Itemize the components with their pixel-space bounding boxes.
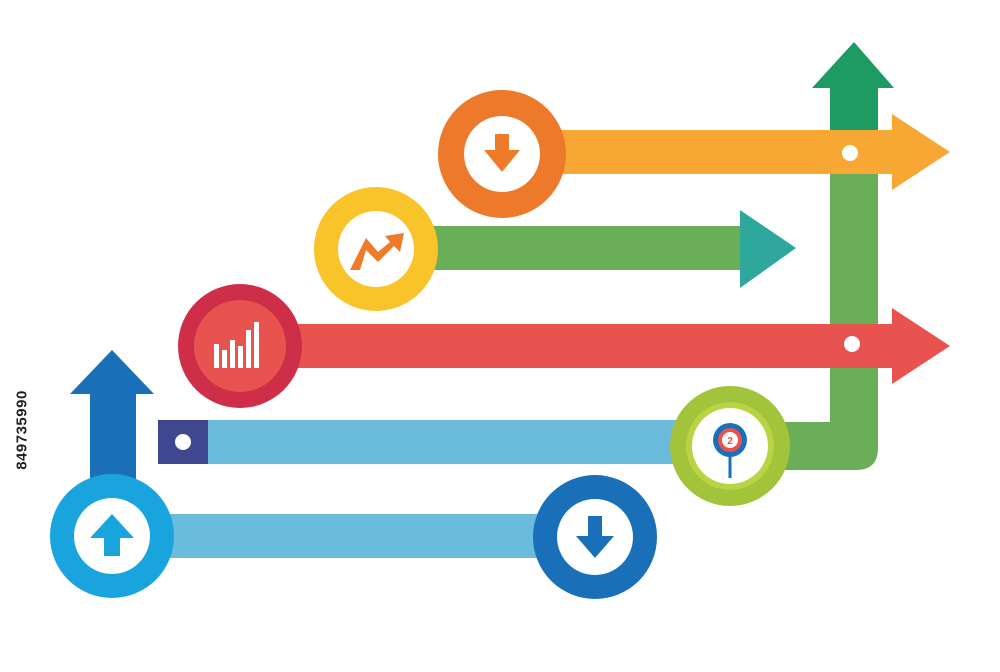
map-pin-icon: 2 xyxy=(713,423,747,478)
light-blue-bar-lower xyxy=(110,514,580,558)
trend-up-arrow-icon xyxy=(350,233,404,270)
yellow-circle-node xyxy=(314,187,438,311)
orange-arrow xyxy=(530,114,950,190)
arrow-down-icon xyxy=(576,516,614,558)
orange-arrow-dot xyxy=(842,145,858,161)
blue-circle-node xyxy=(533,475,657,599)
red-arrow xyxy=(270,308,950,384)
cyan-circle-node xyxy=(50,474,174,598)
orange-circle-node xyxy=(438,90,566,218)
light-blue-bar-upper xyxy=(158,420,700,464)
green-up-arrow xyxy=(762,42,894,470)
red-arrow-dot xyxy=(844,336,860,352)
stock-image-id: 849735990 xyxy=(13,390,31,470)
lime-circle-node: 2 xyxy=(670,386,790,506)
blue-up-arrow xyxy=(70,350,154,492)
bar-chart-icon xyxy=(214,322,259,368)
red-circle-node xyxy=(178,284,302,408)
arrow-down-icon xyxy=(484,134,520,172)
green-arrow xyxy=(415,210,796,288)
arrow-up-icon xyxy=(90,514,134,556)
navy-cap-dot xyxy=(175,434,191,450)
pin-number-label: 2 xyxy=(727,436,733,447)
